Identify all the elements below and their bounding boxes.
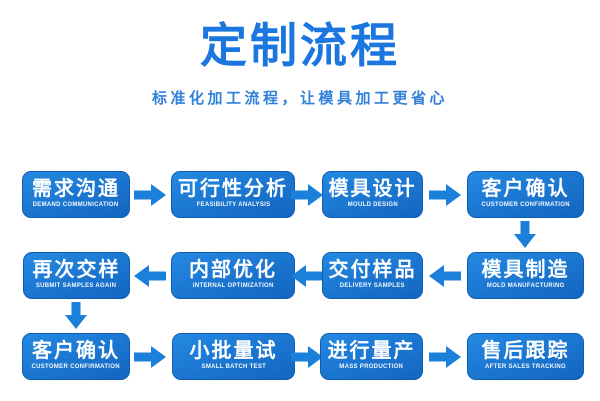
flow-step-label: 再次交样 (32, 259, 121, 281)
flow-step-internal-optimization: 内部优化 INTERNAL OPTIMIZATION (171, 252, 295, 299)
page-subtitle: 标准化加工流程，让模具加工更省心 (151, 90, 448, 107)
flow-step-label: 小批量试 (189, 340, 278, 362)
arrow-left-icon (291, 265, 323, 287)
flow-step-sublabel: CUSTOMER CONFIRMATION (481, 201, 570, 208)
flow-step-label: 可行性分析 (178, 178, 288, 200)
arrow-right-icon (291, 184, 323, 206)
flow-step-label: 进行量产 (327, 340, 416, 362)
page-title: 定制流程 (200, 19, 400, 72)
arrow-right-icon (134, 346, 166, 368)
flow-step-sublabel: MOULD DESIGN (347, 201, 398, 208)
flow-step-label: 交付样品 (328, 259, 417, 281)
flow-step-mold-manufacturing: 模具制造 MOLD MANUFACTURING (467, 252, 584, 299)
flow-step-submit-samples-again: 再次交样 SUBMIT SAMPLES AGAIN (23, 252, 130, 299)
flow-step-sublabel: DEMAND COMMUNICATION (33, 201, 119, 208)
flow-step-mass-production: 进行量产 MASS PRODUCTION (320, 333, 423, 380)
flow-step-label: 需求沟通 (32, 178, 120, 200)
arrow-down-icon (65, 302, 87, 329)
arrow-right-icon (291, 346, 323, 368)
flow-step-delivery-samples: 交付样品 DELIVERY SAMPLES (322, 252, 423, 299)
flow-step-feasibility-analysis: 可行性分析 FEASIBILITY ANALYSIS (171, 171, 295, 218)
flow-step-sublabel: SMALL BATCH TEST (201, 363, 266, 370)
flow-step-label: 售后跟踪 (481, 340, 570, 362)
flow-step-sublabel: MASS PRODUCTION (339, 363, 404, 370)
flow-step-label: 模具设计 (328, 178, 417, 200)
flow-step-demand-communication: 需求沟通 DEMAND COMMUNICATION (22, 171, 130, 218)
arrow-left-icon (134, 265, 166, 287)
flow-step-sublabel: INTERNAL OPTIMIZATION (192, 282, 274, 289)
flow-step-sublabel: DELIVERY SAMPLES (339, 282, 406, 289)
flow-step-customer-confirmation-2: 客户确认 CUSTOMER CONFIRMATION (22, 333, 130, 380)
flow-step-sublabel: MOLD MANUFACTURING (486, 282, 565, 289)
flow-step-label: 模具制造 (481, 259, 570, 281)
flow-step-after-sales-tracking: 售后跟踪 AFTER SALES TRACKING (467, 333, 584, 380)
arrow-right-icon (134, 184, 166, 206)
flow-step-sublabel: CUSTOMER CONFIRMATION (31, 363, 121, 370)
arrow-left-icon (429, 265, 461, 287)
arrow-down-icon (514, 221, 536, 248)
arrow-right-icon (429, 346, 461, 368)
flow-step-mould-design: 模具设计 MOULD DESIGN (322, 171, 423, 218)
flow-step-sublabel: AFTER SALES TRACKING (485, 363, 566, 370)
flow-step-sublabel: FEASIBILITY ANALYSIS (196, 201, 270, 208)
flow-step-label: 内部优化 (189, 259, 277, 281)
flow-step-label: 客户确认 (32, 340, 120, 362)
flow-step-small-batch-test: 小批量试 SMALL BATCH TEST (172, 333, 295, 380)
flow-step-label: 客户确认 (481, 178, 570, 200)
flow-step-customer-confirmation-1: 客户确认 CUSTOMER CONFIRMATION (467, 171, 584, 218)
arrow-right-icon (429, 184, 461, 206)
flow-step-sublabel: SUBMIT SAMPLES AGAIN (36, 282, 117, 289)
